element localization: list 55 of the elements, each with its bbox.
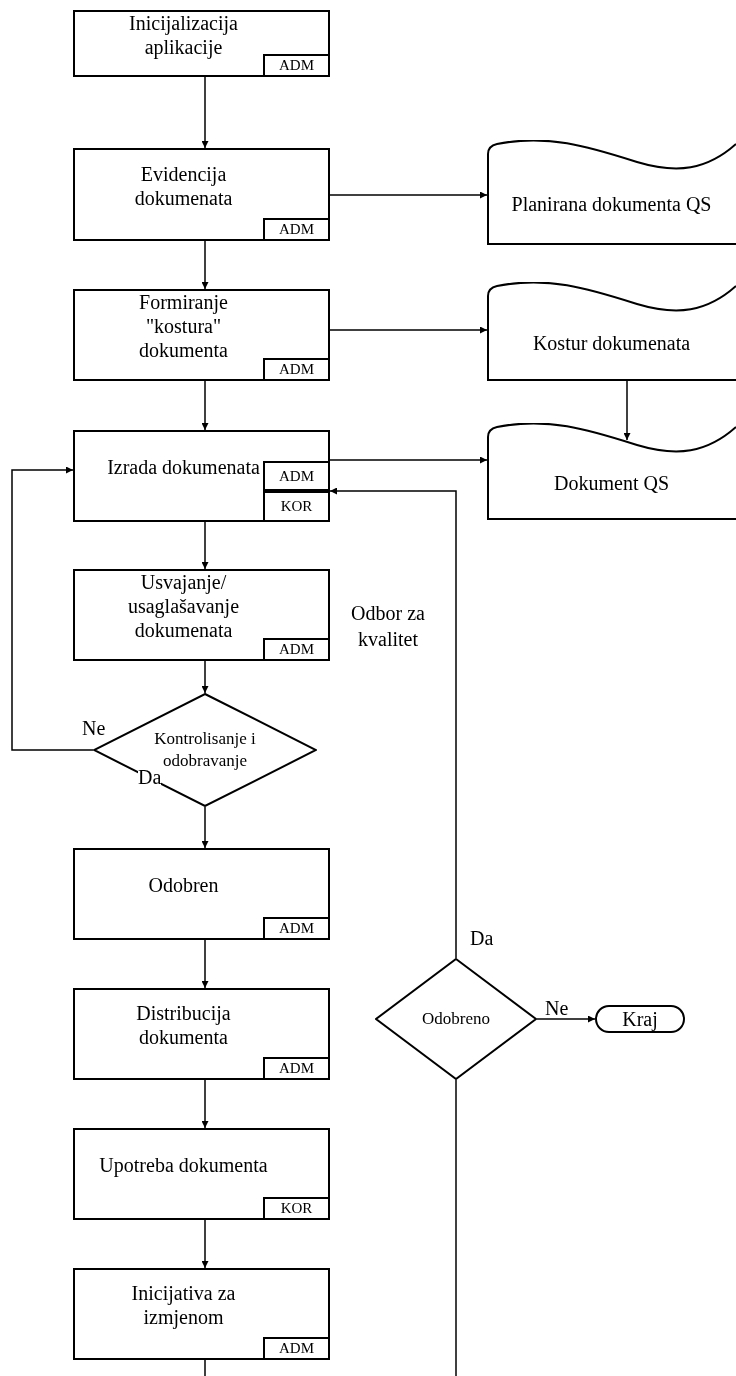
connector-arrow [201, 1219, 209, 1269]
connector-arrow [201, 806, 209, 849]
node-text: Dokument QS [554, 470, 669, 495]
node-text: Odobreno [422, 1008, 490, 1030]
node-text: Formiranje "kostura" dokumenta [138, 290, 229, 362]
role-tag: KOR [263, 1197, 330, 1220]
role-tag: ADM [263, 1057, 330, 1080]
role-tag: ADM [263, 1337, 330, 1360]
process-box [73, 848, 330, 940]
role-tag: ADM [263, 218, 330, 241]
node-text: Inicijalizacija aplikacije [128, 10, 239, 59]
note-text: Odbor za kvalitet [350, 601, 426, 652]
connector-arrow [201, 939, 209, 989]
node-text: Usvajanje/ usaglašavanje dokumenata [126, 570, 241, 642]
role-tag: KOR [263, 491, 330, 522]
connector-arrow [329, 326, 488, 334]
process-box [73, 1268, 330, 1360]
role-tag: ADM [263, 638, 330, 661]
connector-arrow [201, 380, 209, 431]
process-box [73, 430, 330, 522]
node-text: Kontrolisanje i odobravanje [153, 728, 257, 770]
process-box [73, 289, 330, 381]
edge-label: Da [138, 767, 162, 787]
connector-arrow [201, 76, 209, 149]
process-box [73, 1128, 330, 1220]
node-text: Upotreba dokumenta [99, 1153, 268, 1177]
node-text: Odobren [148, 873, 219, 897]
connector-arrow [201, 660, 209, 694]
node-text: Kostur dokumenata [532, 330, 691, 355]
role-tag: ADM [263, 917, 330, 940]
node-text: Izrada dokumenata [107, 455, 260, 479]
connector-arrow [11, 466, 94, 751]
terminator: Kraj [595, 1005, 685, 1033]
node-text: Distribucija dokumenta [135, 1001, 232, 1049]
node-text: Planirana dokumenta QS [511, 191, 712, 216]
connector-arrow [536, 1015, 596, 1023]
edge-label: Ne [82, 718, 106, 738]
connector-arrow [623, 380, 631, 441]
connector-arrow [201, 521, 209, 570]
connector-arrow [329, 456, 488, 464]
role-tag: ADM [263, 358, 330, 381]
node-text: Inicijativa za izmjenom [130, 1281, 237, 1329]
process-box [73, 148, 330, 241]
node-text: Evidencija dokumenata [133, 161, 234, 210]
connector-arrow [201, 240, 209, 290]
role-tag: ADM [263, 54, 330, 77]
role-tag: ADM [263, 461, 330, 491]
process-box [73, 988, 330, 1080]
connector-arrow [329, 487, 457, 959]
process-box [73, 569, 330, 661]
connector-arrow [201, 1079, 209, 1129]
connector-arrow [329, 191, 488, 199]
edge-label: Da [470, 928, 494, 948]
edge-label: Ne [545, 998, 569, 1018]
process-box [73, 10, 330, 77]
